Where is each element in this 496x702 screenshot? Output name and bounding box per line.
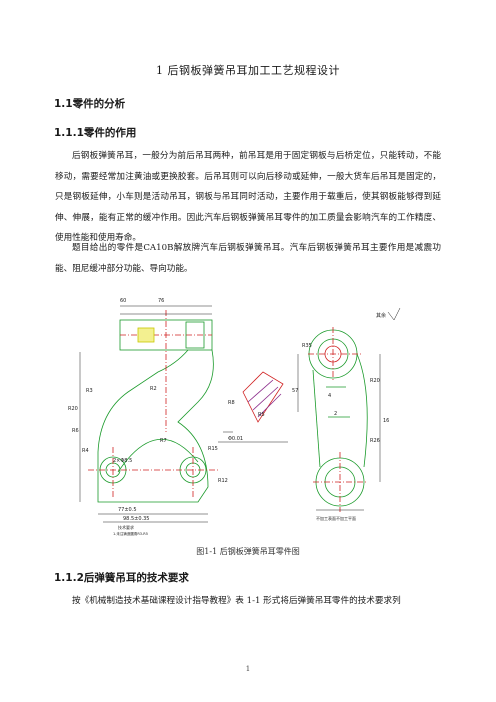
page-number: 1 [245,665,251,673]
drawing-label: R15 [208,446,218,452]
drawing-label: 2×Φ8.5 [113,458,132,464]
page-title: 1 后钢板弹簧吊耳加工工艺规程设计 [156,64,340,77]
drawing-label: R4 [82,448,89,454]
drawing-label: R12 [218,478,228,484]
right-dimensions [297,307,401,511]
drawing-label: R3 [86,388,93,394]
left-view [88,310,284,503]
drawing-label: R6 [72,428,79,434]
paragraph-part-intro: 题目给出的零件是CA10B解放牌汽车后钢板弹簧吊耳。汽车后钢板弹簧吊耳主要作用是… [55,243,441,274]
drawing-label: R5 [258,412,265,418]
left-dimensions [79,305,288,523]
drawing-label: 技术要求 [118,524,134,530]
paragraph-function: 后钢板弹簧吊耳，一般分为前后吊耳两种，前吊耳是用于固定钢板与后桥定位，只能转动，… [55,151,441,243]
drawing-label: R2 [150,386,157,392]
paragraph-tech-requirements: 按《机械制造技术基础课程设计指导教程》表 1-1 形式将后弹簧吊耳零件的技术要求… [72,596,401,606]
drawing-label: Φ0.01 [228,436,243,442]
section-heading-1-1: 1.1零件的分析 [54,98,126,110]
drawing-label: 其余 [376,312,386,319]
drawing-label: R8 [228,400,235,406]
drawing-label: 4 [328,393,331,399]
drawing-label: R20 [68,406,78,412]
drawing-label: R26 [370,438,380,444]
section-heading-1-1-2: 1.1.2后弹簧吊耳的技术要求 [54,572,189,584]
drawing-label: 98.5±0.35 [123,516,149,522]
drawing-label: 57 [292,388,298,394]
drawing-label: 2 [334,411,337,417]
drawing-label: R20 [370,378,380,384]
drawing-label: 60 [120,298,126,304]
right-view [308,327,368,512]
drawing-label: R7 [160,438,167,444]
drawing-label: 76 [158,298,164,304]
figure-caption: 图1-1 后钢板弹簧吊耳零件图 [196,547,300,556]
drawing-label: 77±0.5 [118,507,137,513]
section-heading-1-1-1: 1.1.1零件的作用 [54,127,137,139]
drawing-label: 16 [383,418,389,424]
part-drawing-figure: 60 76 R3 R20 R2 R8 R7 R15 R12 R6 R4 R5 Φ… [68,298,401,536]
drawing-label: 1.未注铸造圆角R3-R5 [113,531,148,536]
drawing-label: 不加工表面不加工平面 [316,515,356,521]
drawing-label: R35 [302,343,312,349]
